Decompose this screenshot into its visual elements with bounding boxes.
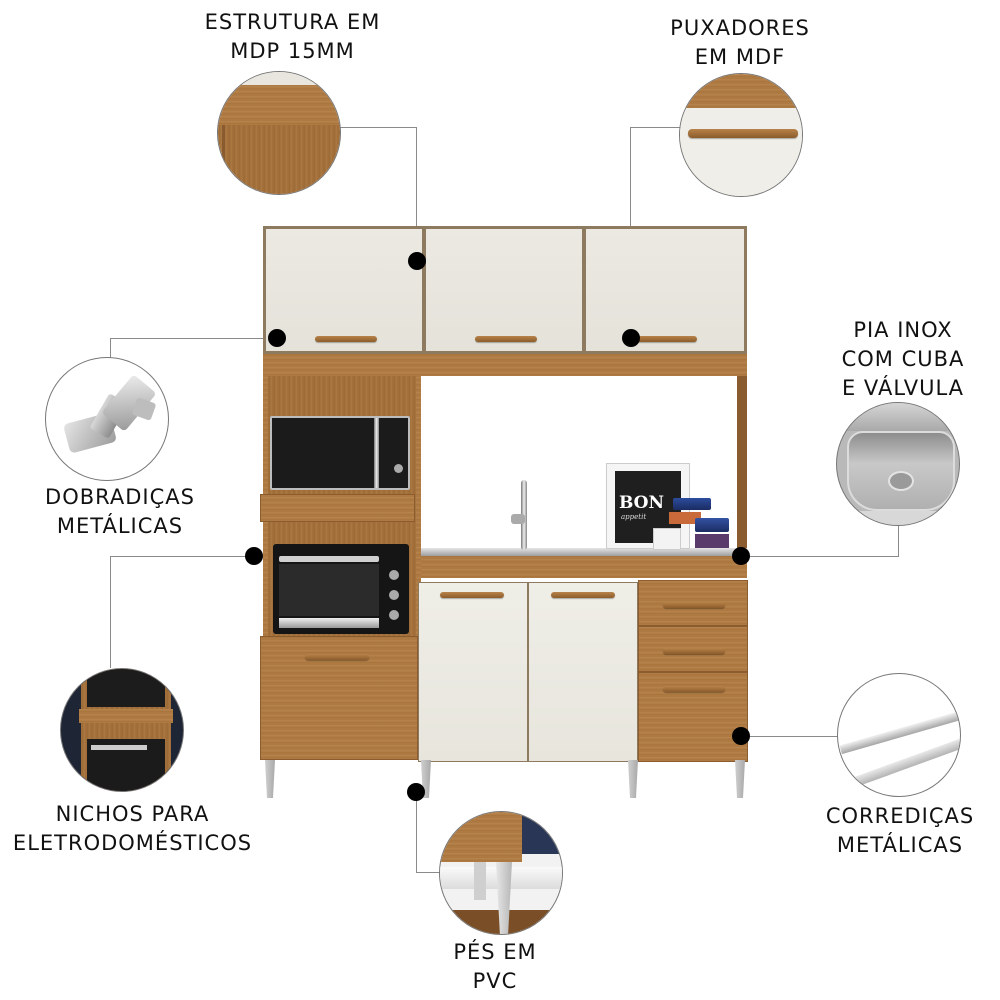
storage-jars [653,498,729,550]
callout-dot-estrutura [408,252,426,270]
connector-dobradicas-v [110,338,111,358]
decor-frame-text: BON [619,493,665,513]
callout-dot-pes [407,783,425,801]
upper-door-right [585,228,745,352]
callout-dot-pia [732,547,750,565]
callout-dot-dobradicas [268,329,286,347]
connector-puxadores [630,127,682,128]
label-estrutura: ESTRUTURA EM MDP 15MM [204,10,381,63]
label-pia: PIA INOX COM CUBA E VÁLVULA [841,318,965,400]
connector-nichos [110,556,254,557]
upper-handle-center [475,336,537,342]
upper-handle-left [315,336,377,342]
connector-estrutura-v [416,127,417,260]
callout-dot-puxadores [622,329,640,347]
kitchen-cabinet: BON appetit [260,226,748,800]
connector-pes [416,872,440,873]
connector-nichos-v [110,556,111,668]
stainless-sink-detail-icon [836,402,960,526]
sink-countertop [421,548,747,556]
mdp-structure-detail-icon [217,71,341,195]
callout-dot-corredicas [732,727,750,745]
connector-dobradicas [110,338,278,339]
decor-frame-subtext: appetit [621,513,647,521]
connector-pia [742,556,899,557]
upper-handle-right [635,336,697,342]
label-puxadores: PUXADORES EM MDF [670,16,810,69]
leg [628,760,638,798]
oven [273,544,409,634]
leg [735,760,745,798]
connector-estrutura [340,127,417,128]
lower-door-left [418,582,528,762]
leg [421,760,431,798]
metal-drawer-slide-detail-icon [837,673,961,797]
connector-pes-v [416,792,417,872]
pvc-feet-detail-icon [439,811,563,935]
microwave [270,416,410,490]
label-corredicas: CORREDIÇAS METÁLICAS [825,804,975,857]
lower-door-right [528,582,638,762]
metal-hinge-detail-icon [45,357,169,481]
upper-door-left [265,228,423,352]
mdf-handle-detail-icon [679,73,803,197]
upper-door-center [425,228,583,352]
label-nichos: NICHOS PARA ELETRODOMÉSTICOS [12,802,253,855]
callout-dot-nichos [245,547,263,565]
label-pes: PÉS EM PVC [453,940,537,993]
appliance-niche-detail-icon [60,668,184,792]
label-dobradicas: DOBRADIÇAS METÁLICAS [45,485,195,538]
connector-pia-v [898,525,899,557]
connector-corredicas [742,736,838,737]
leg [265,760,275,798]
